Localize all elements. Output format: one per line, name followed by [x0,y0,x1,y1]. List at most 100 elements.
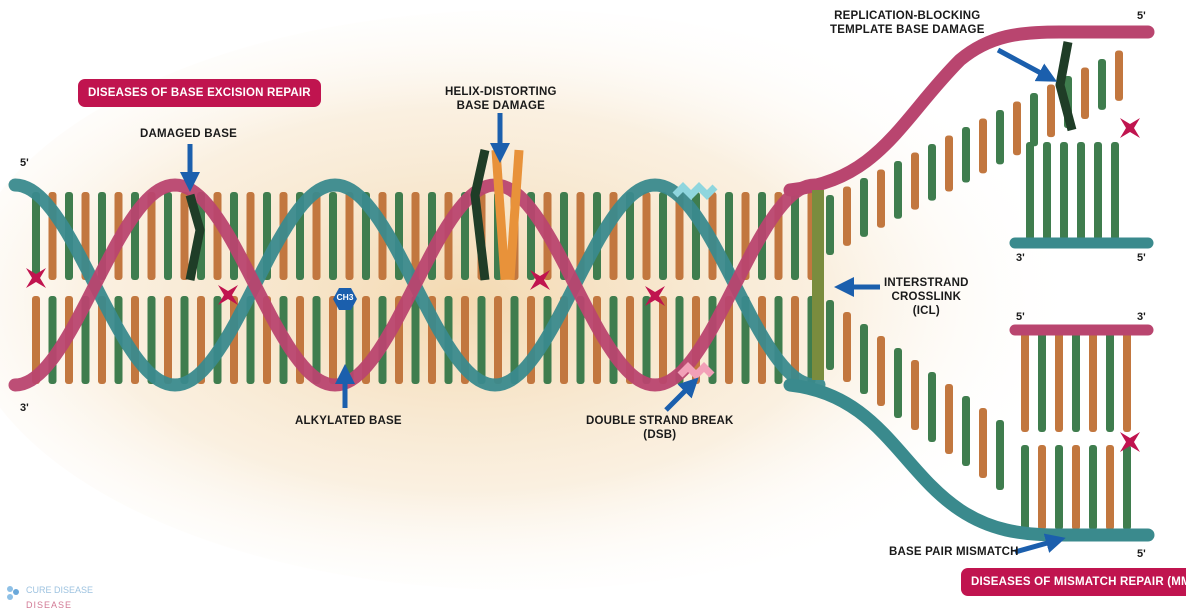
base-upper [643,192,651,280]
fork-top-base [962,127,970,182]
fork-bottom-base [962,396,970,466]
fork-top-base [928,144,936,201]
fork-lower-upper-base [1089,332,1097,432]
logo-text-line1: CURE DISEASE [26,585,93,595]
mmr-diseases-badge[interactable]: DISEASES OF MISMATCH REPAIR (MMR) [961,568,1186,596]
fork-lower-upper-base [1072,332,1080,432]
dsb-break-top [675,187,715,195]
fork-upper-base [1077,142,1085,240]
arrow-base-mismatch [1015,540,1058,552]
fork-lower-upper-base [1038,332,1046,432]
strand-end-top-right: 5' [1137,10,1146,22]
arrow-replication-blocking [998,50,1050,78]
fork-top-base [911,153,919,210]
fork-lower-lower-base [1072,445,1080,530]
fork-bottom-base [928,372,936,442]
fork-bottom-base [826,300,834,370]
icl-label-line2: CROSSLINK [884,290,969,304]
fork-top-base [945,136,953,192]
fork-bottom-base [911,360,919,430]
fork-lower-lower-base [1123,445,1131,530]
helix-distorting-label: HELIX-DISTORTING BASE DAMAGE [445,85,557,113]
base-pair-mismatch-label: BASE PAIR MISMATCH [889,545,1019,559]
base-lower [181,296,189,384]
methyl-text: CH3 [332,292,358,302]
rep-label-line2: TEMPLATE BASE DAMAGE [830,23,985,37]
ber-diseases-badge[interactable]: DISEASES OF BASE EXCISION REPAIR [78,79,321,107]
crosslink-bar [812,190,824,380]
fork-lower-upper-base [1123,332,1131,432]
alkylated-base-label: ALKYLATED BASE [295,414,402,428]
fork-lower-lower-base [1021,445,1029,530]
base-upper [791,192,799,280]
base-lower [643,296,651,384]
fork-bottom-base [996,420,1004,490]
fork-top-base [996,110,1004,164]
fork-upper-base [1111,142,1119,240]
fork-top-base [860,178,868,237]
base-upper [313,192,321,280]
fork-top-base [843,187,851,246]
fork-bottom-base [894,348,902,418]
helix-label-line1: HELIX-DISTORTING [445,85,557,99]
base-lower [164,296,172,384]
fork-lower-lower-base [1038,445,1046,530]
rep-label-line1: REPLICATION-BLOCKING [830,9,985,23]
fork-bottom-base [877,336,885,406]
icl-label-line1: INTERSTRAND [884,276,969,290]
fork-top-base [1098,59,1106,110]
fork-upper-base [1060,142,1068,240]
dsb-label-line2: (DSB) [586,428,734,442]
icl-label-line3: (ICL) [884,304,969,318]
base-lower [412,296,420,384]
base-lower [494,296,502,384]
base-upper [346,192,354,280]
fork-top-base [894,161,902,219]
fork-top-base [1047,85,1055,138]
fork-top-base [1115,51,1123,101]
strand-end-left-bottom: 3' [20,402,29,414]
dsb-label-line1: DOUBLE STRAND BREAK [586,414,734,428]
fork-upper-base [1026,142,1034,240]
base-upper [164,192,172,280]
fork-bottom-base [945,384,953,454]
base-lower [659,296,667,384]
fork-lower-lower-base [1089,445,1097,530]
base-upper [32,192,40,280]
icl-label: INTERSTRAND CROSSLINK (ICL) [884,276,969,318]
base-upper [181,192,189,280]
fork-bottom-base [979,408,987,478]
fork-top-base [1030,93,1038,146]
base-upper [659,192,667,280]
logo-text-line2: DISEASE [26,600,72,610]
strand-end-left-top: 5' [20,157,29,169]
base-upper [329,192,337,280]
strand-end-bottom-right: 5' [1137,548,1146,560]
fork-upper-base [1043,142,1051,240]
strand-end-bottom-fork-right: 3' [1137,311,1146,323]
fork-bottom-base [843,312,851,382]
fork-lower-lower-base [1055,445,1063,530]
fork-top-base [877,170,885,228]
fork-lower-upper-base [1106,332,1114,432]
dsb-label: DOUBLE STRAND BREAK (DSB) [586,414,734,442]
base-lower [478,296,486,384]
damaged-base-label: DAMAGED BASE [140,127,237,141]
fork-bottom-base [860,324,868,394]
fork-top-base [1013,102,1021,156]
lesion-mark-5 [1120,118,1140,138]
methyl-group-icon: CH3 [332,287,358,311]
fork-lower-upper-base [1021,332,1029,432]
fork-lower-lower-base [1106,445,1114,530]
strand-end-top-fork-left: 3' [1016,252,1025,264]
strand-end-bottom-fork-left: 5' [1016,311,1025,323]
strand-end-top-fork-right: 5' [1137,252,1146,264]
fork-upper-base [1094,142,1102,240]
helix-label-line2: BASE DAMAGE [445,99,557,113]
fork-lower-upper-base [1055,332,1063,432]
replication-blocking-label: REPLICATION-BLOCKING TEMPLATE BASE DAMAG… [830,9,985,37]
fork-top-base [1081,68,1089,120]
fork-top-base [826,195,834,255]
fork-top-base [979,119,987,174]
cure-disease-logo-icon [4,583,24,608]
